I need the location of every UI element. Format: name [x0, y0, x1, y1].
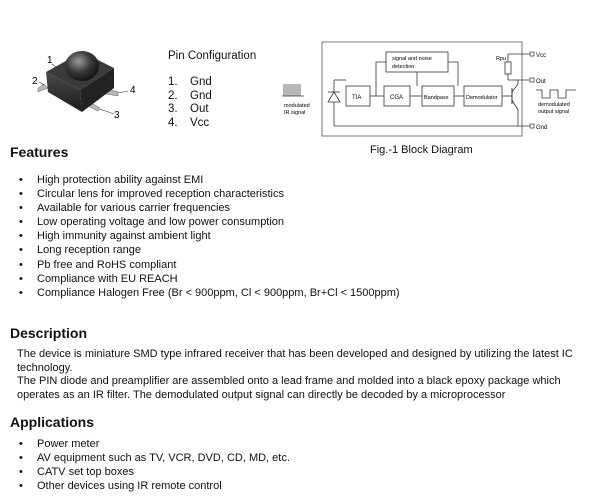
description-text: The device is miniature SMD type infrare…: [17, 348, 607, 402]
list-item: Other devices using IR remote control: [15, 479, 290, 493]
pin-gnd-terminal: [529, 123, 535, 129]
svg-text:Rpu: Rpu: [496, 56, 506, 62]
pin-2-lead: [37, 83, 49, 93]
list-item: Long reception range: [15, 243, 400, 257]
pin-label-1: 1: [47, 55, 53, 66]
svg-text:Demodulator: Demodulator: [466, 95, 498, 101]
package-left: [46, 72, 82, 112]
features-list: High protection ability against EMI Circ…: [15, 173, 400, 300]
applications-heading: Applications: [10, 414, 95, 430]
features-heading: Features: [10, 144, 69, 160]
pin-row: 2.Gnd: [168, 89, 212, 102]
list-item: High immunity against ambient light: [15, 229, 400, 243]
svg-text:CGA: CGA: [390, 95, 403, 101]
block-diagram: modulated IR signal TIA CGA Bandpass Dem…: [282, 41, 576, 137]
figure-caption: Fig.-1 Block Diagram: [370, 144, 473, 156]
pin-label-3: 3: [114, 110, 120, 121]
description-line: operates as an IR filter. The demodulate…: [17, 388, 506, 401]
list-item: Pb free and RoHS compliant: [15, 258, 400, 272]
pin-row: 3.Out: [168, 103, 209, 115]
pin-config-list: 1.Gnd 2.Gnd 3.Out 4.Vcc: [168, 76, 212, 130]
list-item: Compliance Halogen Free (Br < 900ppm, Cl…: [15, 286, 400, 300]
description-line: technology.: [17, 361, 73, 374]
input-label-2: IR signal: [284, 110, 305, 116]
output-label-1: demodulated: [538, 102, 570, 108]
list-item: AV equipment such as TV, VCR, DVD, CD, M…: [15, 451, 290, 465]
description-line: The PIN diode and preamplifier are assem…: [17, 375, 561, 387]
pin-label-2: 2: [32, 76, 38, 87]
list-item: Power meter: [15, 437, 290, 451]
list-item: Compliance with EU REACH: [15, 272, 400, 286]
list-item: High protection ability against EMI: [15, 173, 400, 187]
svg-text:signal and noise: signal and noise: [392, 56, 432, 62]
svg-text:detection: detection: [392, 64, 414, 70]
description-line: The device is miniature SMD type infrare…: [17, 348, 573, 360]
pin-out-terminal: [529, 77, 535, 83]
list-item: Available for various carrier frequencie…: [15, 201, 400, 215]
lens: [65, 51, 99, 81]
pin-vcc-label: Vcc: [536, 53, 546, 59]
output-label-2: output signal: [538, 109, 569, 115]
pin-config-title: Pin Configuration: [168, 50, 257, 62]
svg-text:Bandpass: Bandpass: [424, 95, 449, 101]
input-label-1: modulated: [284, 103, 310, 109]
description-heading: Description: [10, 325, 88, 341]
package-right: [80, 68, 114, 112]
photodiode: [327, 91, 341, 103]
package-illustration: 1 2 4 3: [32, 51, 136, 121]
resistor-rpu: [504, 61, 512, 75]
pin-row: 4.Vcc: [168, 116, 210, 129]
pin-vcc-terminal: [529, 51, 535, 57]
svg-text:TIA: TIA: [352, 95, 361, 101]
list-item: Low operating voltage and low power cons…: [15, 215, 400, 229]
output-waveform: [536, 89, 576, 99]
pin-label-4: 4: [130, 85, 136, 96]
applications-list: Power meter AV equipment such as TV, VCR…: [15, 437, 290, 493]
pin-gnd-label: Gnd: [536, 125, 547, 131]
list-item: Circular lens for improved reception cha…: [15, 187, 400, 201]
input-waveform: [282, 84, 304, 97]
pin-row: 1.Gnd: [168, 76, 212, 88]
pin-out-label: Out: [536, 79, 546, 85]
list-item: CATV set top boxes: [15, 465, 290, 479]
